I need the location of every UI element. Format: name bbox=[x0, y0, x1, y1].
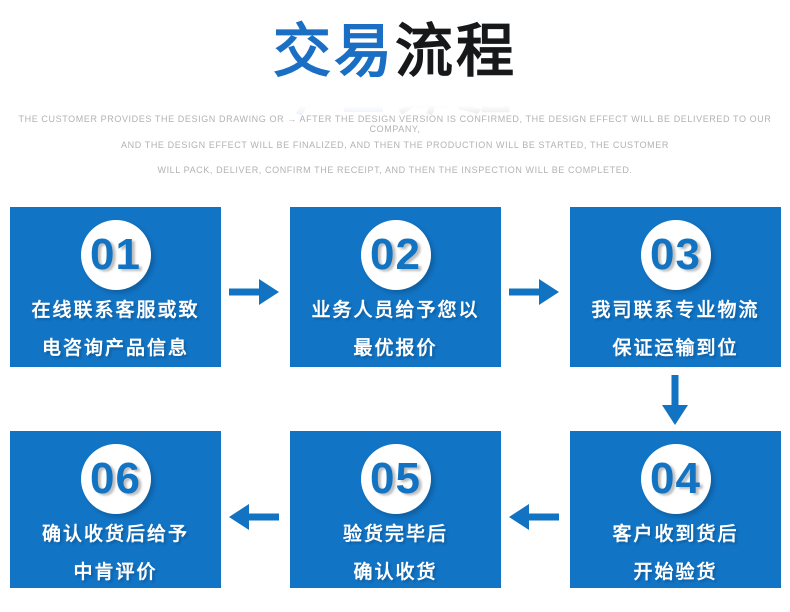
step-01-text-line-1: 在线联系客服或致 bbox=[31, 300, 200, 321]
step-01-text-line-2: 电咨询产品信息 bbox=[41, 338, 189, 359]
step-05-text-line-1: 验货完毕后 bbox=[342, 524, 448, 545]
step-05-number-badge: 05 bbox=[360, 444, 431, 514]
step-03-number-badge: 03 bbox=[640, 220, 711, 290]
step-02-text-line-1: 业务人员给予您以 bbox=[311, 300, 480, 321]
step-06-number-badge: 06 bbox=[80, 444, 151, 514]
step-03-text-line-2: 保证运输到位 bbox=[612, 338, 739, 359]
step-01-text: 在线联系客服或致 电咨询产品信息 bbox=[31, 292, 199, 368]
step-06-number: 06 bbox=[90, 454, 141, 503]
step-02-text-line-2: 最优报价 bbox=[353, 338, 438, 359]
page-title-dark-part: 流程 bbox=[395, 19, 518, 84]
step-03-text: 我司联系专业物流 保证运输到位 bbox=[591, 292, 759, 368]
step-02-number-badge: 02 bbox=[360, 220, 431, 290]
arrow-right-icon bbox=[228, 274, 280, 310]
step-04-text-line-1: 客户收到货后 bbox=[612, 524, 739, 545]
step-04-number-badge: 04 bbox=[640, 444, 711, 514]
description-line-1: THE CUSTOMER PROVIDES THE DESIGN DRAWING… bbox=[18, 114, 772, 134]
arrow-right-icon bbox=[508, 274, 560, 310]
description-line-3: WILL PACK, DELIVER, CONFIRM THE RECEIPT,… bbox=[157, 165, 633, 175]
step-card-01: 01 在线联系客服或致 电咨询产品信息 bbox=[10, 207, 221, 367]
step-03-text-line-1: 我司联系专业物流 bbox=[591, 300, 760, 321]
step-card-06: 06 确认收货后给予 中肯评价 bbox=[10, 431, 221, 588]
step-06-text: 确认收货后给予 中肯评价 bbox=[42, 516, 189, 592]
step-01-number: 01 bbox=[90, 230, 141, 279]
page-title: 交易流程 bbox=[0, 14, 790, 89]
description-line-2: AND THE DESIGN EFFECT WILL BE FINALIZED,… bbox=[121, 140, 669, 150]
step-04-number: 04 bbox=[650, 454, 701, 503]
step-card-02: 02 业务人员给予您以 最优报价 bbox=[290, 207, 501, 367]
step-01-number-badge: 01 bbox=[80, 220, 151, 290]
step-05-number: 05 bbox=[370, 454, 421, 503]
step-04-text: 客户收到货后 开始验货 bbox=[612, 516, 738, 592]
step-03-number: 03 bbox=[650, 230, 701, 279]
step-04-text-line-2: 开始验货 bbox=[633, 562, 718, 583]
step-card-05: 05 验货完毕后 确认收货 bbox=[290, 431, 501, 588]
arrow-left-icon bbox=[508, 499, 560, 535]
step-05-text-line-2: 确认收货 bbox=[353, 562, 438, 583]
step-card-03: 03 我司联系专业物流 保证运输到位 bbox=[570, 207, 781, 367]
step-card-04: 04 客户收到货后 开始验货 bbox=[570, 431, 781, 588]
step-06-text-line-2: 中肯评价 bbox=[73, 562, 158, 583]
arrow-left-icon bbox=[228, 499, 280, 535]
step-02-text: 业务人员给予您以 最优报价 bbox=[311, 292, 479, 368]
step-06-text-line-1: 确认收货后给予 bbox=[41, 524, 189, 545]
page-title-blue-part: 交易 bbox=[272, 19, 395, 84]
arrow-down-icon bbox=[657, 374, 693, 426]
step-05-text: 验货完毕后 确认收货 bbox=[343, 516, 448, 592]
step-02-number: 02 bbox=[370, 230, 421, 279]
